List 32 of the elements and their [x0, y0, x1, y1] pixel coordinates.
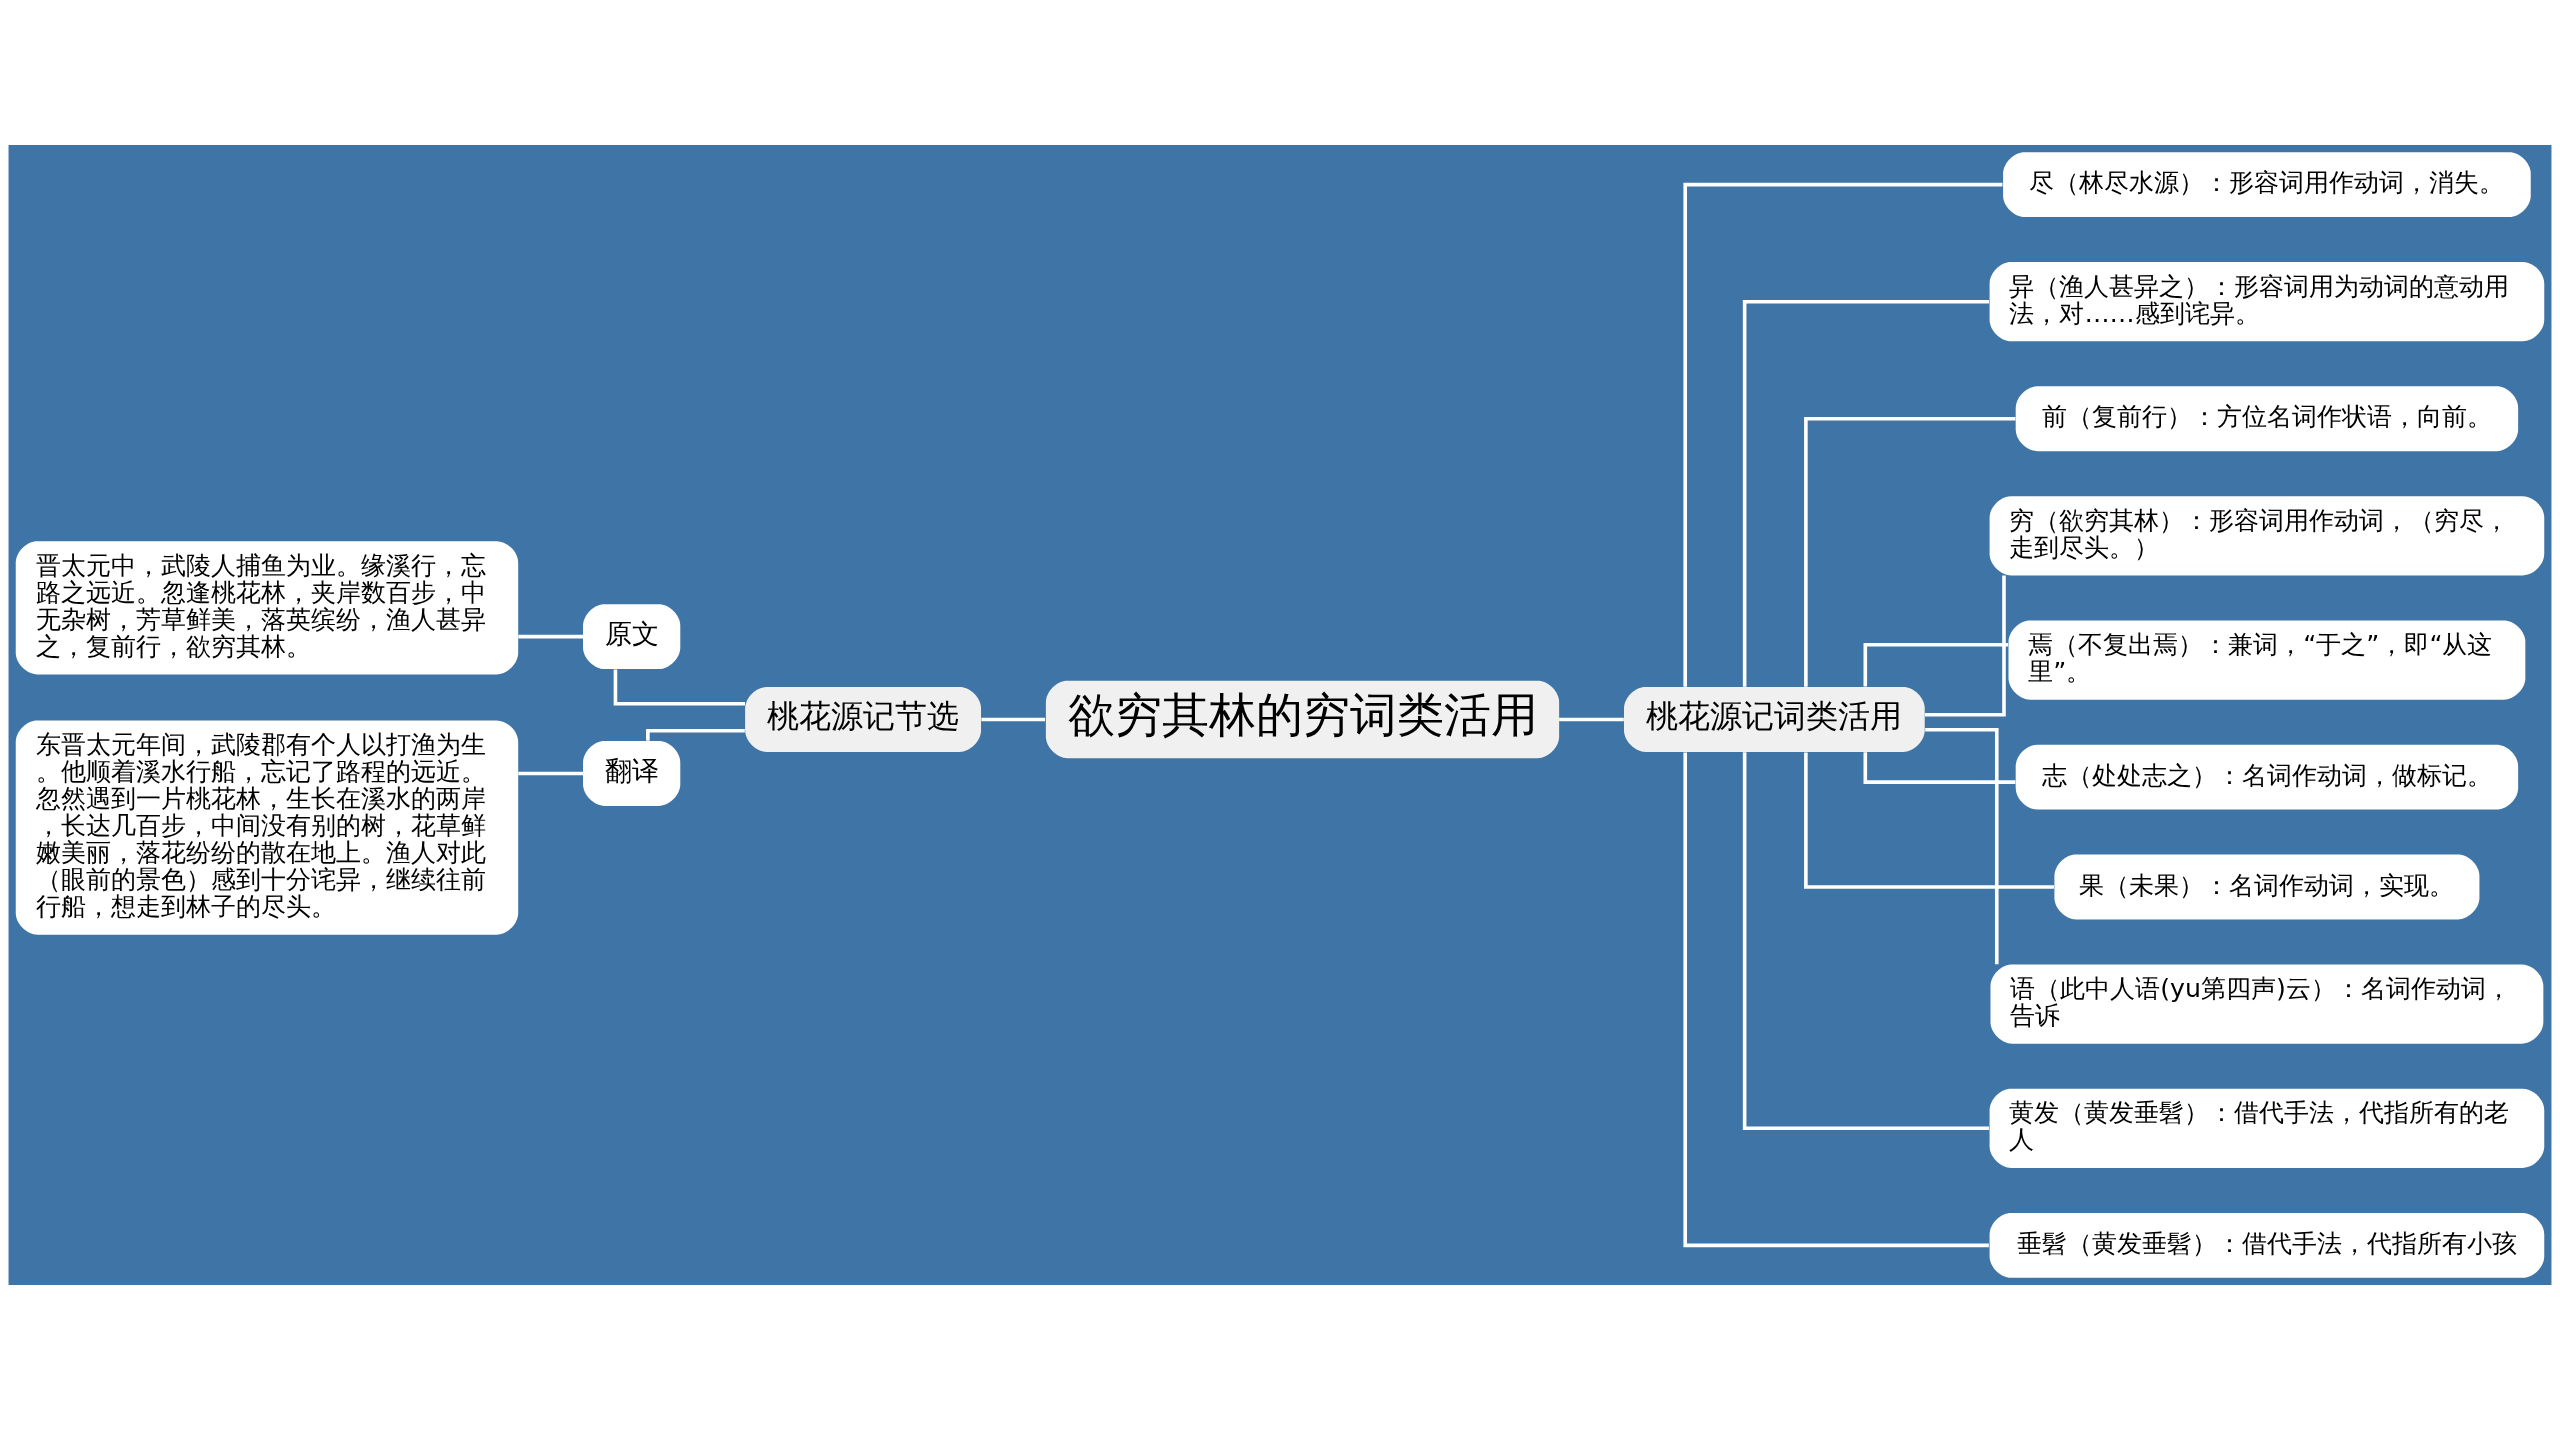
node-box: 原文	[583, 604, 681, 670]
node-box: 前（复前行）：方位名词作状语，向前。	[2015, 386, 2519, 452]
connector	[981, 717, 1046, 722]
node-box: 果（未果）：名词作动词，实现。	[2054, 854, 2480, 920]
connector	[1924, 575, 2006, 717]
node-box: 垂髫（黄发垂髫）：借代手法，代指所有小孩	[1989, 1212, 2545, 1278]
connector	[1683, 752, 1989, 1248]
connector	[1742, 752, 1989, 1131]
connector	[1683, 182, 2003, 687]
node-box: 翻译	[583, 741, 681, 806]
connector	[1925, 727, 1999, 965]
connector	[1863, 642, 2009, 687]
node-box: 黄发（黄发垂髫）：借代手法，代指所有的老人	[1989, 1088, 2545, 1168]
connector	[613, 669, 746, 706]
node-box: 语（此中人语(yu第四声)云）：名词作动词，告诉	[1990, 964, 2544, 1044]
connector	[518, 771, 584, 776]
connector	[1559, 717, 1624, 722]
connector	[1742, 299, 1989, 687]
node-box: 东晋太元年间，武陵郡有个人以打渔为生。他顺着溪水行船，忘记了路程的远近。忽然遇到一片桃花林，生长在溪水的两岸，长达几百步，中间没有别的树，花草鲜嫩美丽，落花纷纷的散在地上。渔人对此（眼前的景色）感到十分诧异，继续往前行船，想走到林子的尽头。	[15, 720, 519, 935]
node-box: 晋太元中，武陵人捕鱼为业。缘溪行，忘路之远近。忽逢桃花林，夹岸数百步，中无杂树，芳草鲜美，落英缤纷，渔人甚异之，复前行，欲穷其林。	[15, 541, 519, 675]
node-box: 桃花源记节选	[745, 687, 982, 752]
connector	[646, 728, 745, 741]
node-box: 欲穷其林的穷词类活用	[1045, 680, 1560, 759]
node-box: 尽（林尽水源）：形容词用作动词，消失。	[2003, 152, 2531, 218]
node-box: 穷（欲穷其林）：形容词用作动词，（穷尽，走到尽头。）	[1989, 496, 2545, 576]
node-box: 志（处处志之）：名词作动词，做标记。	[2015, 744, 2519, 810]
node-box: 异（渔人甚异之）：形容词用为动词的意动用法，对……感到诧异。	[1989, 262, 2545, 342]
node-box: 桃花源记词类活用	[1624, 687, 1925, 752]
connector	[1804, 752, 2054, 889]
connector	[1804, 416, 2016, 687]
node-box: 焉（不复出焉）：兼词，“于之”，即“从这里”。	[2008, 620, 2526, 700]
connector	[518, 634, 584, 639]
